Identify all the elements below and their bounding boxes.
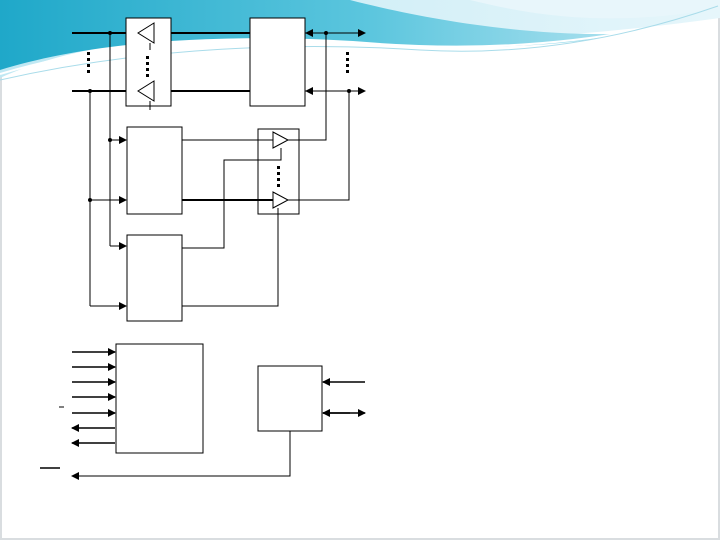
control-block-right	[257, 365, 323, 432]
control-block-left	[115, 343, 204, 454]
junction-dots	[88, 31, 351, 202]
output-port-block	[249, 17, 306, 107]
ellipsis-dots	[87, 52, 349, 187]
buffer-triangle	[137, 80, 155, 102]
header-swoosh	[0, 0, 720, 81]
register-block-upper	[126, 126, 183, 215]
diagram-lines	[40, 17, 366, 480]
buffer-triangle	[137, 22, 155, 44]
register-block-lower	[126, 234, 183, 322]
